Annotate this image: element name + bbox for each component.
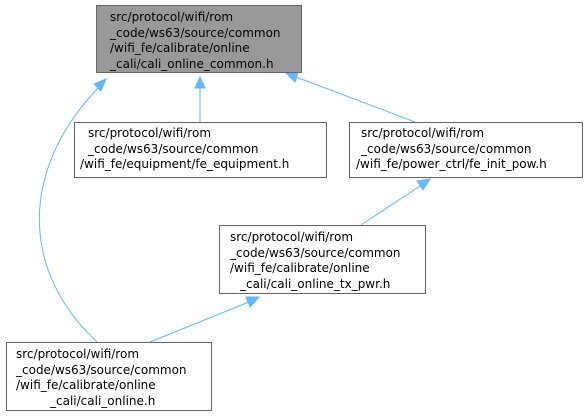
node-cali-online-common[interactable]: src/protocol/wifi/rom _code/ws63/source/… bbox=[96, 5, 302, 73]
node-line: /wifi_fe/calibrate/online bbox=[110, 41, 250, 55]
node-line: _cali/cali_online_tx_pwr.h bbox=[239, 277, 390, 291]
node-line: _code/ws63/source/common bbox=[87, 142, 259, 156]
node-line: src/protocol/wifi/rom bbox=[88, 126, 211, 140]
edge-cali-online-to-cali-online-tx-pwr bbox=[149, 296, 261, 343]
node-line: src/protocol/wifi/rom bbox=[16, 347, 139, 361]
node-line: _cali/cali_online_common.h bbox=[109, 57, 274, 71]
node-line: src/protocol/wifi/rom bbox=[110, 10, 233, 24]
edge-fe-init-pow-to-cali-online-common bbox=[284, 71, 416, 123]
node-line: src/protocol/wifi/rom bbox=[230, 230, 353, 244]
node-line: /wifi_fe/calibrate/online bbox=[16, 378, 156, 392]
node-line: _cali/cali_online.h bbox=[49, 394, 155, 408]
node-fe-init-pow[interactable]: src/protocol/wifi/rom _code/ws63/source/… bbox=[349, 122, 583, 178]
edge-cali-online-to-cali-online-common bbox=[38, 78, 107, 343]
node-cali-online[interactable]: src/protocol/wifi/rom _code/ws63/source/… bbox=[6, 342, 212, 411]
node-line: _code/ws63/source/common bbox=[15, 363, 187, 377]
node-fe-equipment[interactable]: src/protocol/wifi/rom _code/ws63/source/… bbox=[74, 122, 327, 178]
edge-cali-online-tx-pwr-to-fe-init-pow bbox=[360, 178, 432, 226]
node-line: _code/ws63/source/common bbox=[109, 26, 281, 40]
node-cali-online-tx-pwr[interactable]: src/protocol/wifi/rom _code/ws63/source/… bbox=[219, 225, 426, 294]
node-line: src/protocol/wifi/rom bbox=[361, 126, 484, 140]
node-line: _code/ws63/source/common bbox=[229, 246, 401, 260]
node-line: /wifi_fe/calibrate/online bbox=[230, 261, 370, 275]
node-line: _code/ws63/source/common bbox=[360, 142, 532, 156]
node-line: /wifi_fe/equipment/fe_equipment.h bbox=[80, 157, 289, 171]
node-line: /wifi_fe/power_ctrl/fe_init_pow.h bbox=[356, 157, 547, 171]
edge-fe-equipment-to-cali-online-common bbox=[194, 75, 206, 122]
